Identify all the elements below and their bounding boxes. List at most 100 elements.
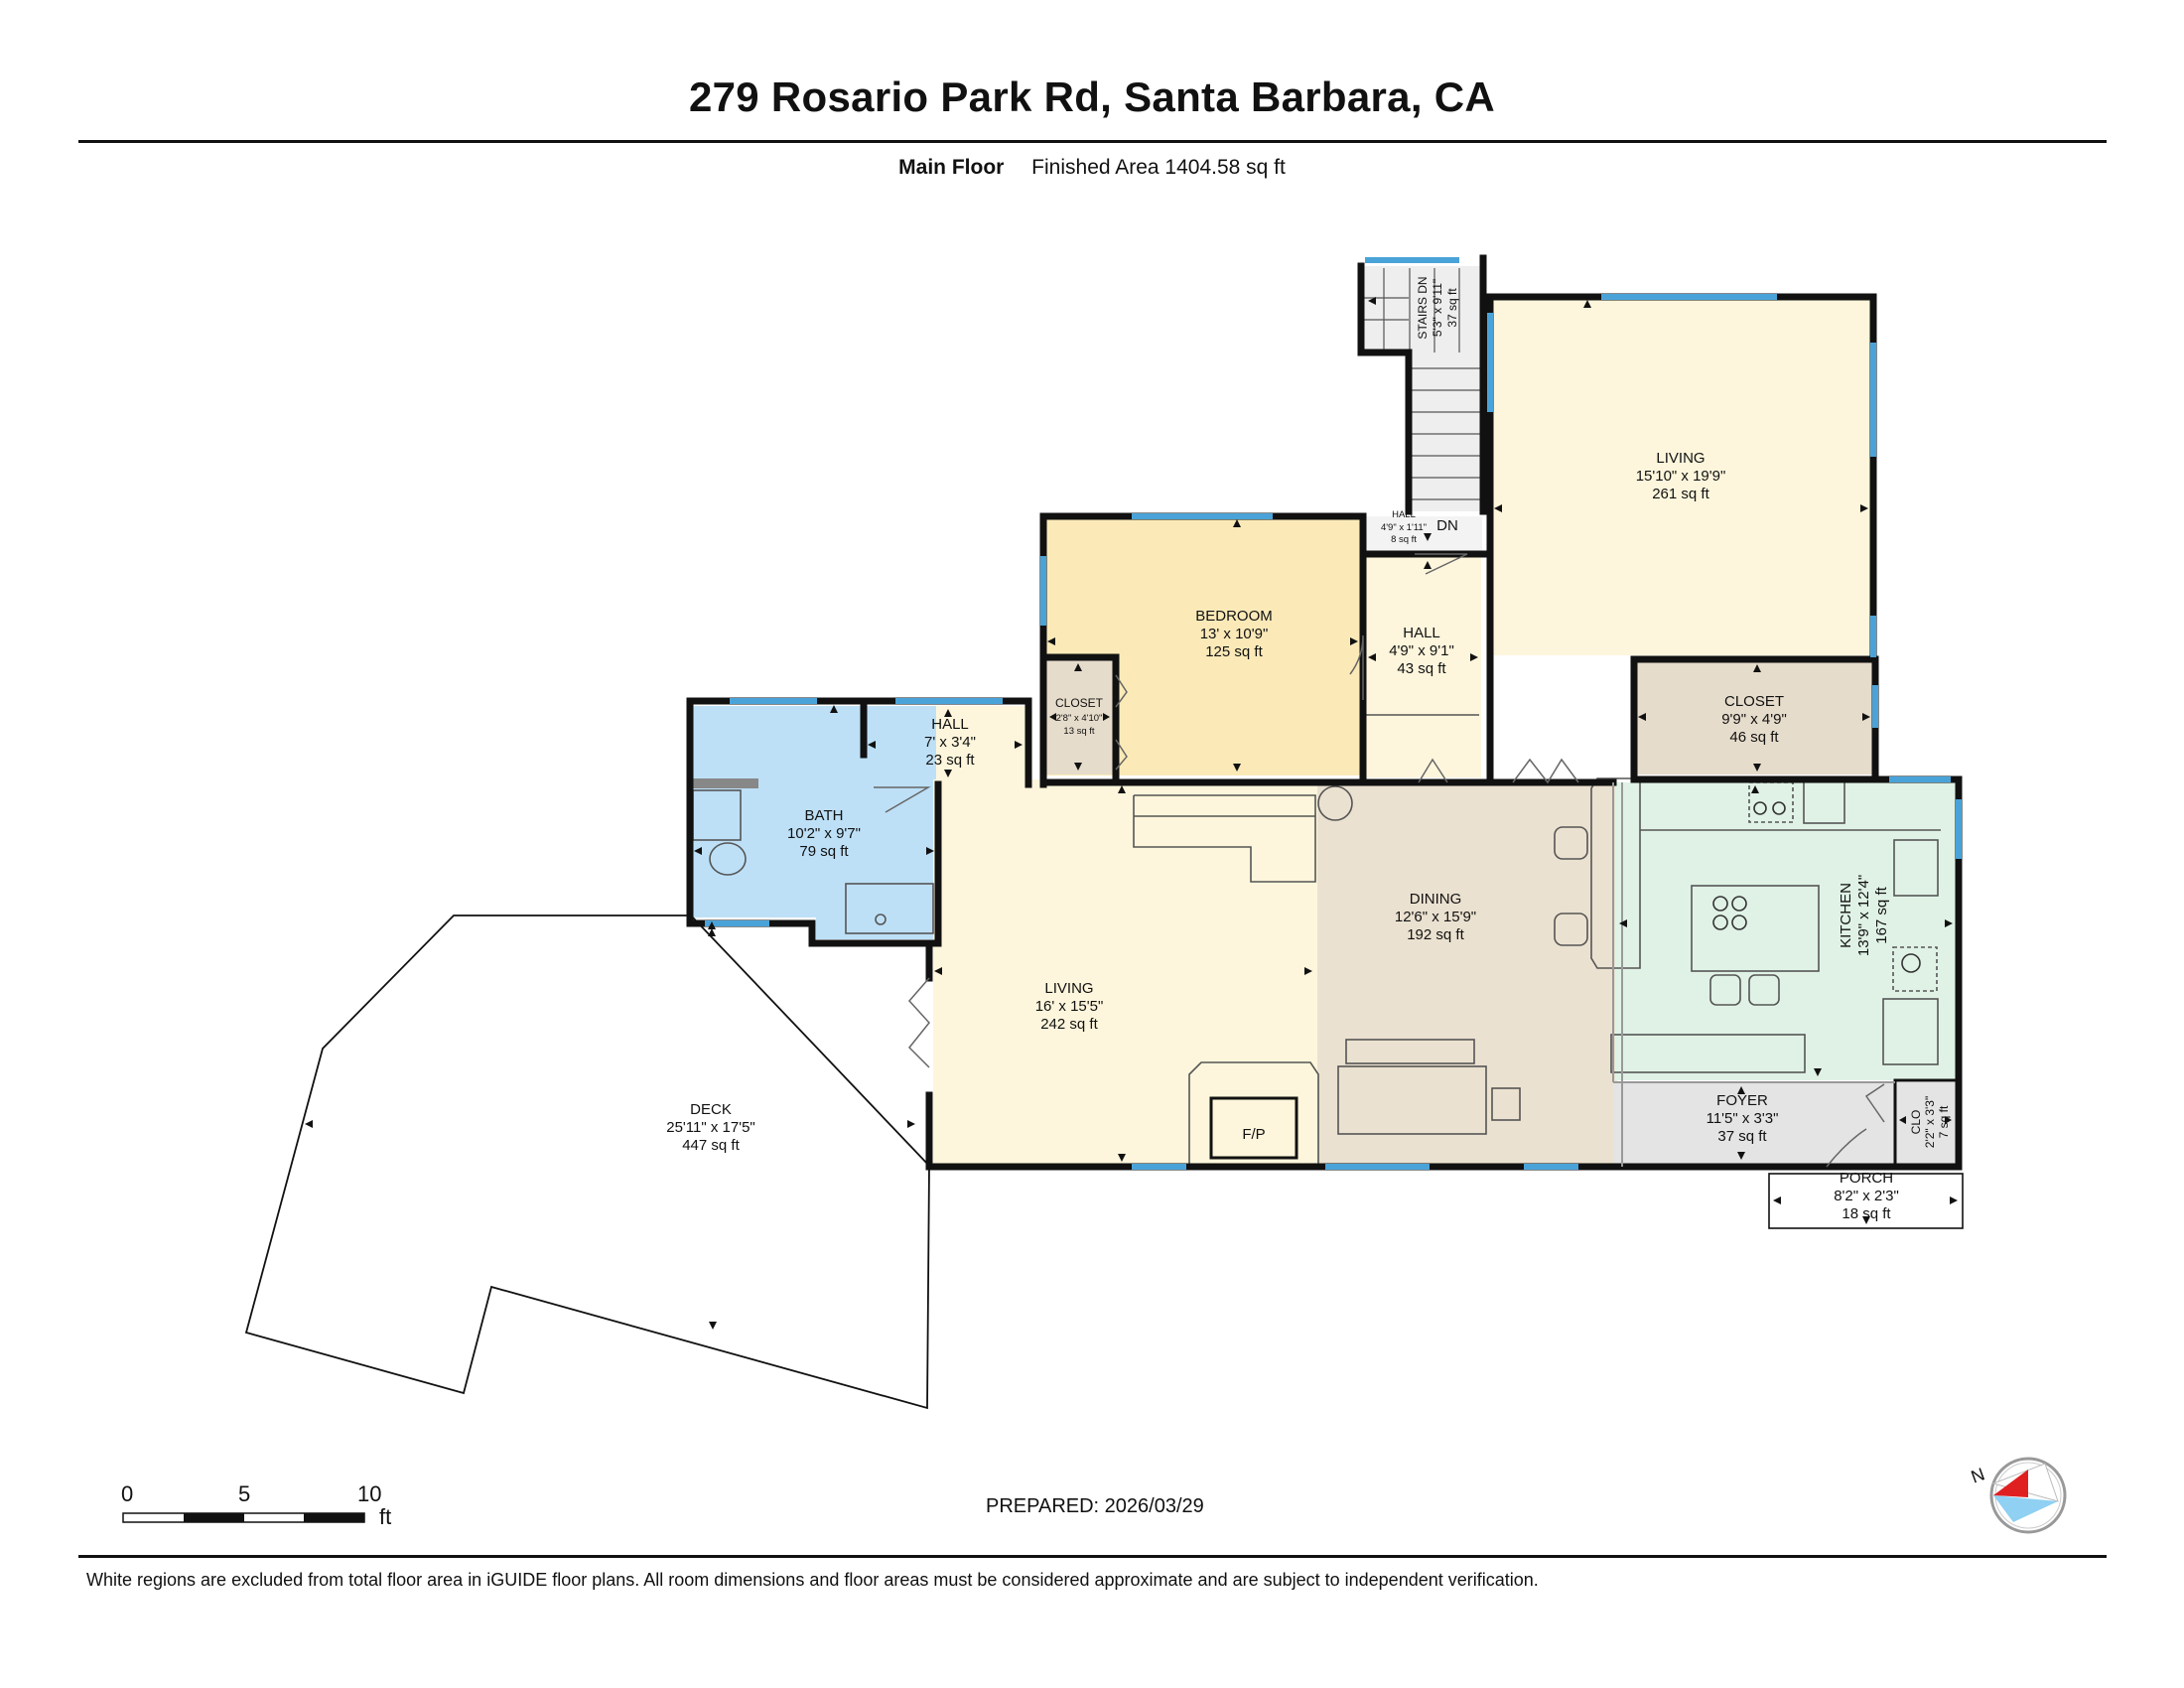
footer-rule bbox=[78, 1555, 2107, 1558]
dining-chair bbox=[1491, 1087, 1521, 1121]
dining-bench bbox=[1345, 1039, 1475, 1064]
fireplace-surround bbox=[1188, 1061, 1319, 1164]
closet-large-fill bbox=[1634, 657, 1875, 774]
foyer-fill bbox=[1613, 1082, 1898, 1164]
dining-area: 192 sq ft bbox=[1407, 926, 1464, 943]
dining-table bbox=[1337, 1065, 1487, 1135]
header-rule bbox=[78, 140, 2107, 143]
closet-large-area: 46 sq ft bbox=[1729, 729, 1779, 746]
living-main-name: LIVING bbox=[1044, 980, 1093, 997]
deck-name: DECK bbox=[690, 1101, 732, 1118]
fireplace-label: F/P bbox=[1242, 1126, 1265, 1143]
page-title: 279 Rosario Park Rd, Santa Barbara, CA bbox=[688, 73, 1496, 120]
stairs-label: STAIRS DN 5'3" x 9'11" 37 sq ft bbox=[1416, 276, 1459, 339]
sink-drain bbox=[875, 914, 887, 925]
hall-mid-dims: 4'9" x 9'1" bbox=[1389, 642, 1454, 659]
living-main-dims: 16' x 15'5" bbox=[1035, 998, 1104, 1015]
compass-icon bbox=[1989, 1457, 2067, 1534]
living-upper-dims: 15'10" x 19'9" bbox=[1636, 468, 1726, 485]
bath-sink bbox=[845, 883, 934, 934]
cooktop-burners bbox=[1712, 801, 1921, 973]
stairs-upper-fill bbox=[1361, 266, 1483, 352]
partitions bbox=[1612, 782, 1895, 1167]
floor-subheader: Main Floor Finished Area 1404.58 sq ft bbox=[0, 156, 2184, 180]
scale-bar bbox=[122, 1512, 365, 1523]
closet-small-dims: 2'8" x 4'10" bbox=[1056, 713, 1103, 724]
kitchen-area: 167 sq ft bbox=[1873, 886, 1890, 943]
stairs-dims: 5'3" x 9'11" bbox=[1431, 279, 1444, 337]
scale-unit: ft bbox=[379, 1504, 392, 1529]
porch-dims: 8'2" x 2'3" bbox=[1834, 1188, 1899, 1204]
bedroom-name: BEDROOM bbox=[1195, 608, 1273, 625]
closet-small-name: CLOSET bbox=[1055, 696, 1104, 710]
prepared-date: PREPARED: 2026/03/29 bbox=[986, 1495, 1204, 1517]
foyer-name: FOYER bbox=[1716, 1092, 1768, 1109]
living-main-area: 242 sq ft bbox=[1040, 1016, 1098, 1033]
bath-dims: 10'2" x 9'7" bbox=[787, 825, 861, 842]
island-stool-2 bbox=[1748, 974, 1780, 1006]
fridge bbox=[1882, 998, 1939, 1065]
floor-label: Main Floor bbox=[898, 156, 1005, 179]
living-upper-area: 261 sq ft bbox=[1652, 486, 1709, 502]
porch-name: PORCH bbox=[1840, 1170, 1893, 1187]
stairs-area: 37 sq ft bbox=[1445, 288, 1459, 328]
vanity-shelf bbox=[692, 778, 758, 788]
bedroom-area: 125 sq ft bbox=[1205, 643, 1263, 660]
scale-tick-0: 0 bbox=[121, 1481, 134, 1506]
scale-tick-5: 5 bbox=[238, 1481, 251, 1506]
stair-treads bbox=[1361, 268, 1480, 500]
closet-large-dims: 9'9" x 4'9" bbox=[1721, 711, 1787, 728]
bar-stool-1 bbox=[1554, 826, 1588, 860]
room-labels: LIVING 15'10" x 19'9" 261 sq ft BEDROOM … bbox=[666, 276, 1951, 1222]
deck-dims: 25'11" x 17'5" bbox=[666, 1119, 755, 1136]
kitchen-island bbox=[1691, 885, 1820, 972]
hall-mid-area: 43 sq ft bbox=[1397, 660, 1446, 677]
stairs-name: STAIRS DN bbox=[1416, 276, 1430, 339]
hall-small-area: 8 sq ft bbox=[1391, 534, 1417, 545]
foyer-area: 37 sq ft bbox=[1717, 1128, 1767, 1145]
kitchen-fill bbox=[1615, 782, 1956, 1080]
dn-label: DN bbox=[1436, 517, 1458, 534]
living-upper-fill bbox=[1490, 297, 1873, 655]
closet-large-name: CLOSET bbox=[1724, 693, 1784, 710]
toilet bbox=[709, 842, 747, 876]
clo-name: CLO bbox=[1909, 1110, 1923, 1135]
hall-small-dims: 4'9" x 1'11" bbox=[1381, 522, 1427, 533]
side-table bbox=[1317, 785, 1353, 821]
doors bbox=[874, 553, 1885, 1168]
foyer-dims: 11'5" x 3'3" bbox=[1706, 1110, 1779, 1127]
kitchen-dims: 13'9" x 12'4" bbox=[1855, 875, 1872, 956]
hall-mid-fill bbox=[1363, 554, 1481, 777]
hall-small-name: HALL bbox=[1392, 509, 1416, 520]
hall-left-dims: 7' x 3'4" bbox=[924, 734, 976, 751]
bath-area: 79 sq ft bbox=[799, 843, 849, 860]
scale-tick-10: 10 bbox=[357, 1481, 382, 1506]
porch-area: 18 sq ft bbox=[1842, 1205, 1891, 1222]
disclaimer: White regions are excluded from total fl… bbox=[86, 1570, 1539, 1590]
clo-label: CLO 2'2" x 3'3" 7 sq ft bbox=[1909, 1096, 1951, 1148]
hall-mid-name: HALL bbox=[1403, 625, 1440, 641]
dimension-arrows bbox=[305, 297, 1958, 1330]
kitchen-sink bbox=[1893, 839, 1939, 897]
hall-left-name: HALL bbox=[931, 716, 969, 733]
lower-counter bbox=[1610, 1034, 1806, 1073]
hall-small-fill bbox=[1363, 516, 1482, 552]
deck-area: 447 sq ft bbox=[682, 1137, 740, 1154]
clo-dims: 2'2" x 3'3" bbox=[1923, 1096, 1937, 1148]
living-main-fill bbox=[933, 779, 1317, 1164]
kitchen-name: KITCHEN bbox=[1838, 883, 1854, 948]
dining-name: DINING bbox=[1410, 891, 1462, 908]
closet-small-area: 13 sq ft bbox=[1063, 726, 1095, 737]
island-stool-1 bbox=[1709, 974, 1741, 1006]
clo-area: 7 sq ft bbox=[1937, 1105, 1951, 1138]
fireplace-box bbox=[1209, 1096, 1298, 1160]
sofa bbox=[1133, 794, 1316, 883]
bedroom-dims: 13' x 10'9" bbox=[1200, 626, 1269, 642]
dining-fill bbox=[1317, 782, 1617, 1164]
finished-area: Finished Area 1404.58 sq ft bbox=[1031, 156, 1286, 179]
bath-name: BATH bbox=[805, 807, 844, 824]
kitchen-label: KITCHEN 13'9" x 12'4" 167 sq ft bbox=[1838, 875, 1890, 956]
hall-left-area: 23 sq ft bbox=[925, 752, 975, 769]
windows bbox=[705, 257, 1962, 1170]
